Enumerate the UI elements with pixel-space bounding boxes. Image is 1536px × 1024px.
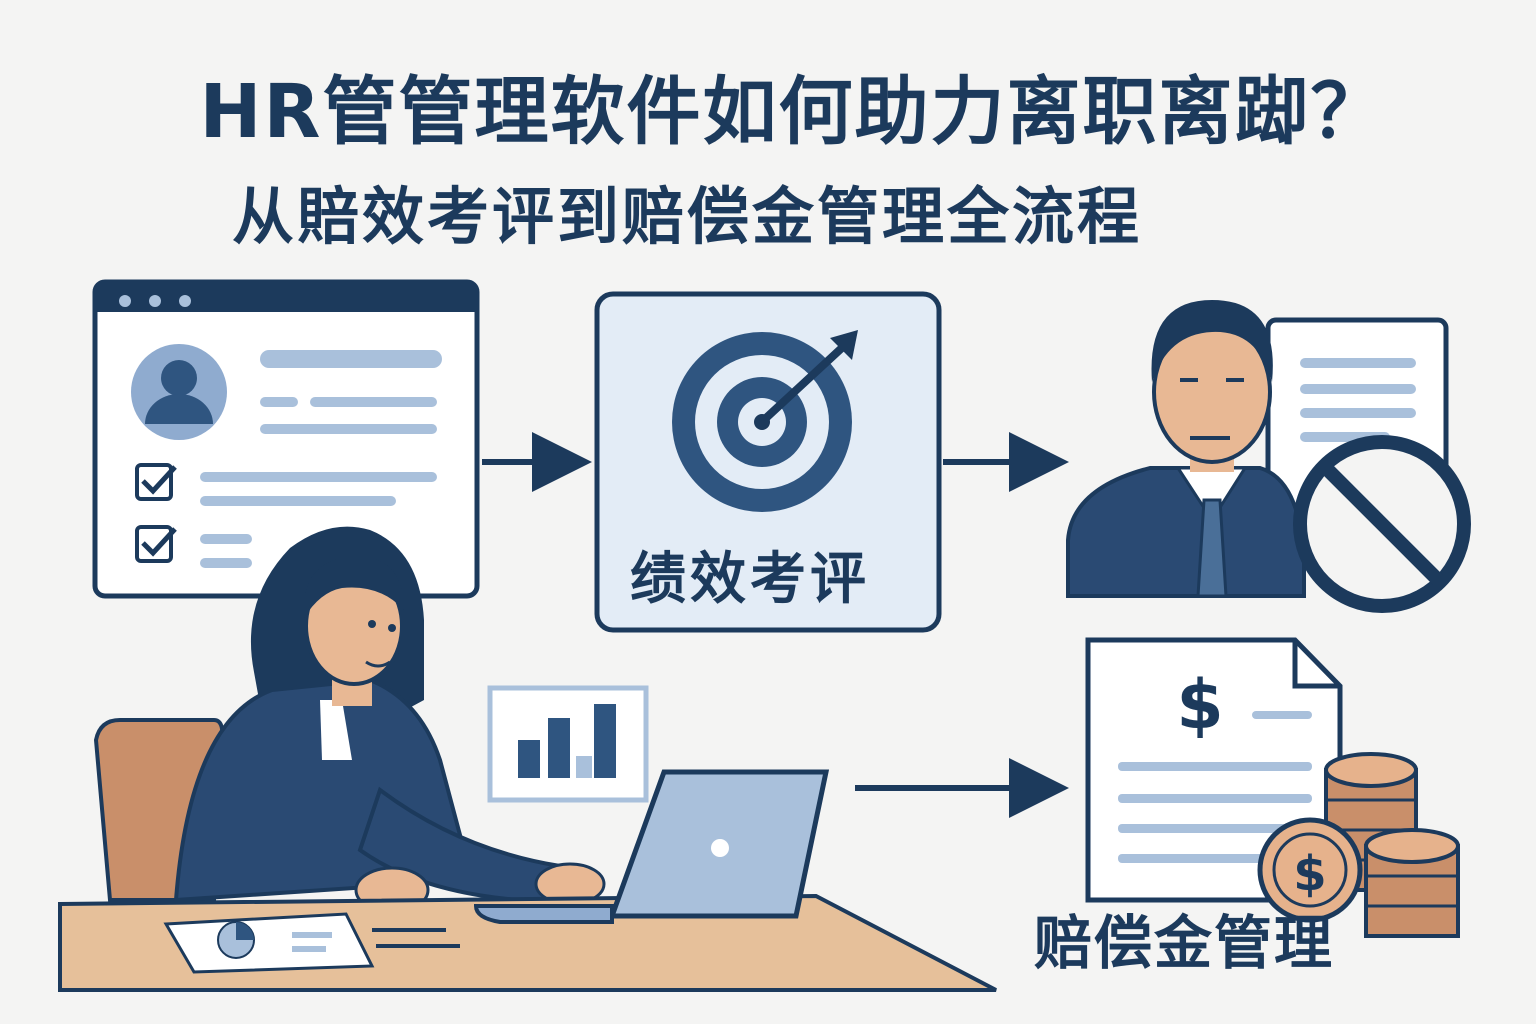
checkbox-icon (135, 463, 177, 501)
performance-review-card (594, 291, 942, 633)
target-arrow-icon (672, 330, 858, 512)
dismissed-employee-figure (1066, 300, 1306, 598)
compensation-management-label: 赔偿金管理 (1034, 909, 1335, 977)
laptop (473, 769, 830, 924)
dollar-sign-icon: $ (1176, 666, 1223, 745)
laptop-logo-icon (711, 839, 729, 857)
page-title: HR管管理软件如何助力离职离踋？ (199, 69, 1387, 155)
svg-text:$: $ (1293, 846, 1326, 902)
hr-worker-figure (173, 526, 606, 914)
bar-chart-icon (487, 685, 649, 803)
performance-review-label: 绩效考评 (630, 547, 870, 612)
prohibited-icon (1293, 435, 1471, 613)
coin-stack-icon: $ (1257, 752, 1460, 938)
page-subtitle: 从賠效考评到赔偿金管理全流程 (232, 180, 1143, 253)
document-on-desk (163, 912, 375, 974)
profile-window-icon (92, 279, 480, 599)
checkbox-icon (135, 525, 177, 563)
